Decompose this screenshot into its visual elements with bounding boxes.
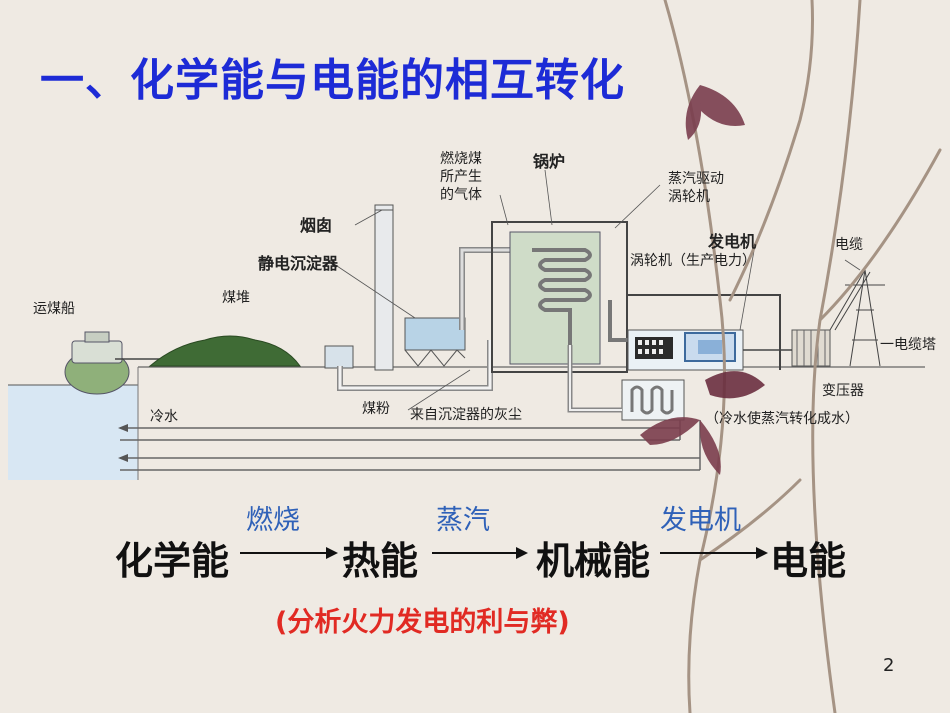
energy-mechanical: 机械能 [536, 539, 651, 583]
label-steam-turbine: 蒸汽驱动 涡轮机 [668, 171, 724, 205]
precipitator [404, 317, 466, 367]
leaf-low [640, 417, 721, 475]
label-flue-gas: 燃烧煤 所产生 的气体 [440, 151, 482, 203]
energy-thermal: 热能 [342, 539, 419, 583]
label-chimney: 烟囱 [300, 216, 333, 235]
label-cable: 电缆 [835, 237, 863, 253]
label-boiler: 锅炉 [533, 152, 566, 171]
label-cold-water: 冷水 [150, 409, 178, 425]
label-ash: 来自沉淀器的灰尘 [410, 407, 522, 423]
label-condense: （冷水使蒸汽转化成水） [705, 411, 859, 427]
coal-pile [148, 335, 301, 367]
river-water [8, 385, 138, 480]
boiler [491, 221, 628, 373]
label-coal-powder: 煤粉 [362, 401, 390, 417]
slide-title: 一、化学能与电能的相互转化 [40, 55, 625, 106]
energy-chemical: 化学能 [115, 539, 230, 583]
energy-electric: 电能 [770, 539, 847, 583]
chimney [374, 204, 394, 371]
condenser [621, 379, 685, 421]
analysis-note: (分析火力发电的利与弊) [275, 607, 570, 638]
process-generator: 发电机 [660, 505, 741, 536]
cold-water-lines [120, 420, 701, 471]
leaf-mid [705, 371, 765, 399]
label-pylon: 一电缆塔 [880, 337, 936, 353]
label-precipitator: 静电沉淀器 [258, 254, 339, 273]
transformer [743, 329, 831, 367]
coal-ship [64, 331, 160, 395]
label-coal-ship: 运煤船 [33, 301, 75, 317]
label-transformer: 变压器 [822, 383, 864, 399]
leaf-top [685, 85, 745, 140]
label-coal-pile: 煤堆 [222, 290, 250, 306]
page-number: 2 [883, 655, 895, 676]
process-steam: 蒸汽 [436, 505, 490, 536]
process-burning: 燃烧 [246, 505, 300, 536]
label-turbine: 涡轮机（生产电力） [630, 253, 756, 269]
label-generator: 发电机 [708, 232, 757, 251]
